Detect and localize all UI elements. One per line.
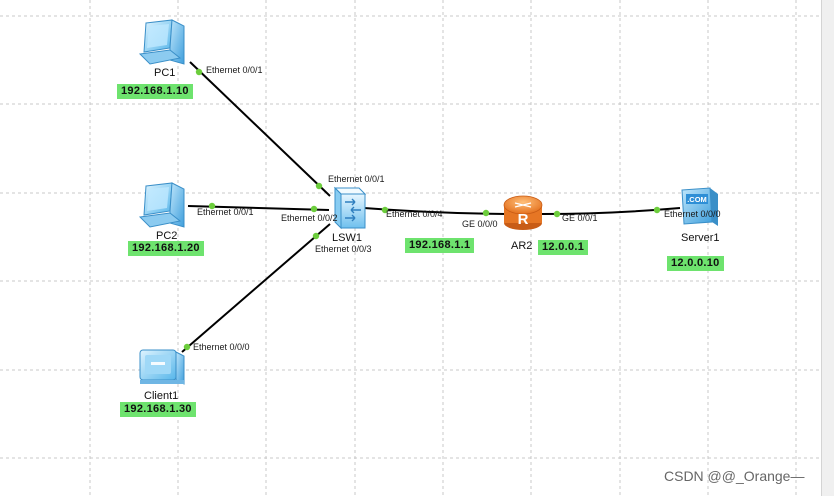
client1-ip: 192.168.1.30 — [120, 402, 196, 417]
pc1-name: PC1 — [154, 67, 176, 79]
server1-name: Server1 — [681, 232, 720, 244]
ar2-ip: 12.0.0.1 — [538, 240, 589, 255]
port-label-lsw1-e2: Ethernet 0/0/2 — [281, 213, 338, 223]
port-dot — [312, 232, 320, 240]
router-letter: R — [518, 211, 529, 228]
lsw1-icon[interactable] — [333, 186, 367, 230]
port-dot — [315, 182, 323, 190]
server1-ip: 12.0.0.10 — [667, 256, 724, 271]
port-label-server1: Ethernet 0/0/0 — [664, 209, 721, 219]
pc2-name: PC2 — [156, 230, 178, 242]
ar2-name: AR2 — [511, 240, 533, 252]
link-lsw1-ar2[interactable] — [363, 207, 507, 215]
server1-icon[interactable]: .COM — [681, 187, 718, 226]
client1-name: Client1 — [144, 390, 179, 402]
pc1-ip: 192.168.1.10 — [117, 84, 193, 99]
server-badge: .COM — [687, 195, 707, 204]
port-label-pc2: Ethernet 0/0/1 — [197, 207, 254, 217]
port-dots — [183, 68, 661, 351]
port-label-client1: Ethernet 0/0/0 — [193, 342, 250, 352]
port-dot — [195, 68, 203, 76]
lsw1-name: LSW1 — [332, 232, 362, 244]
port-label-lsw1-e3: Ethernet 0/0/3 — [315, 244, 372, 254]
pc2-icon[interactable] — [138, 182, 185, 228]
lsw1-ip: 192.168.1.1 — [405, 238, 475, 253]
client1-icon[interactable] — [139, 349, 185, 385]
pc2-ip: 192.168.1.20 — [128, 241, 204, 256]
pc1-icon[interactable] — [138, 19, 185, 65]
port-dot — [310, 205, 318, 213]
port-dot — [208, 202, 216, 210]
port-label-ar2-ge0: GE 0/0/0 — [462, 219, 498, 229]
port-dot — [482, 209, 490, 217]
port-dot — [381, 206, 389, 214]
port-label-lsw1-e1: Ethernet 0/0/1 — [328, 174, 385, 184]
port-label-ar2-ge1: GE 0/0/1 — [562, 213, 598, 223]
right-scroll-edge[interactable] — [821, 0, 834, 496]
port-dot — [653, 206, 661, 214]
port-label-pc1: Ethernet 0/0/1 — [206, 65, 263, 75]
link-lines — [181, 61, 681, 353]
port-dot — [183, 343, 191, 351]
link-pc1-lsw1[interactable] — [189, 61, 331, 197]
ar2-icon[interactable]: R — [503, 195, 543, 230]
link-client1-lsw1[interactable] — [181, 223, 331, 353]
watermark: CSDN @@_Orange— — [664, 468, 805, 484]
port-label-lsw1-e4: Ethernet 0/0/4 — [386, 209, 443, 219]
port-dot — [553, 210, 561, 218]
